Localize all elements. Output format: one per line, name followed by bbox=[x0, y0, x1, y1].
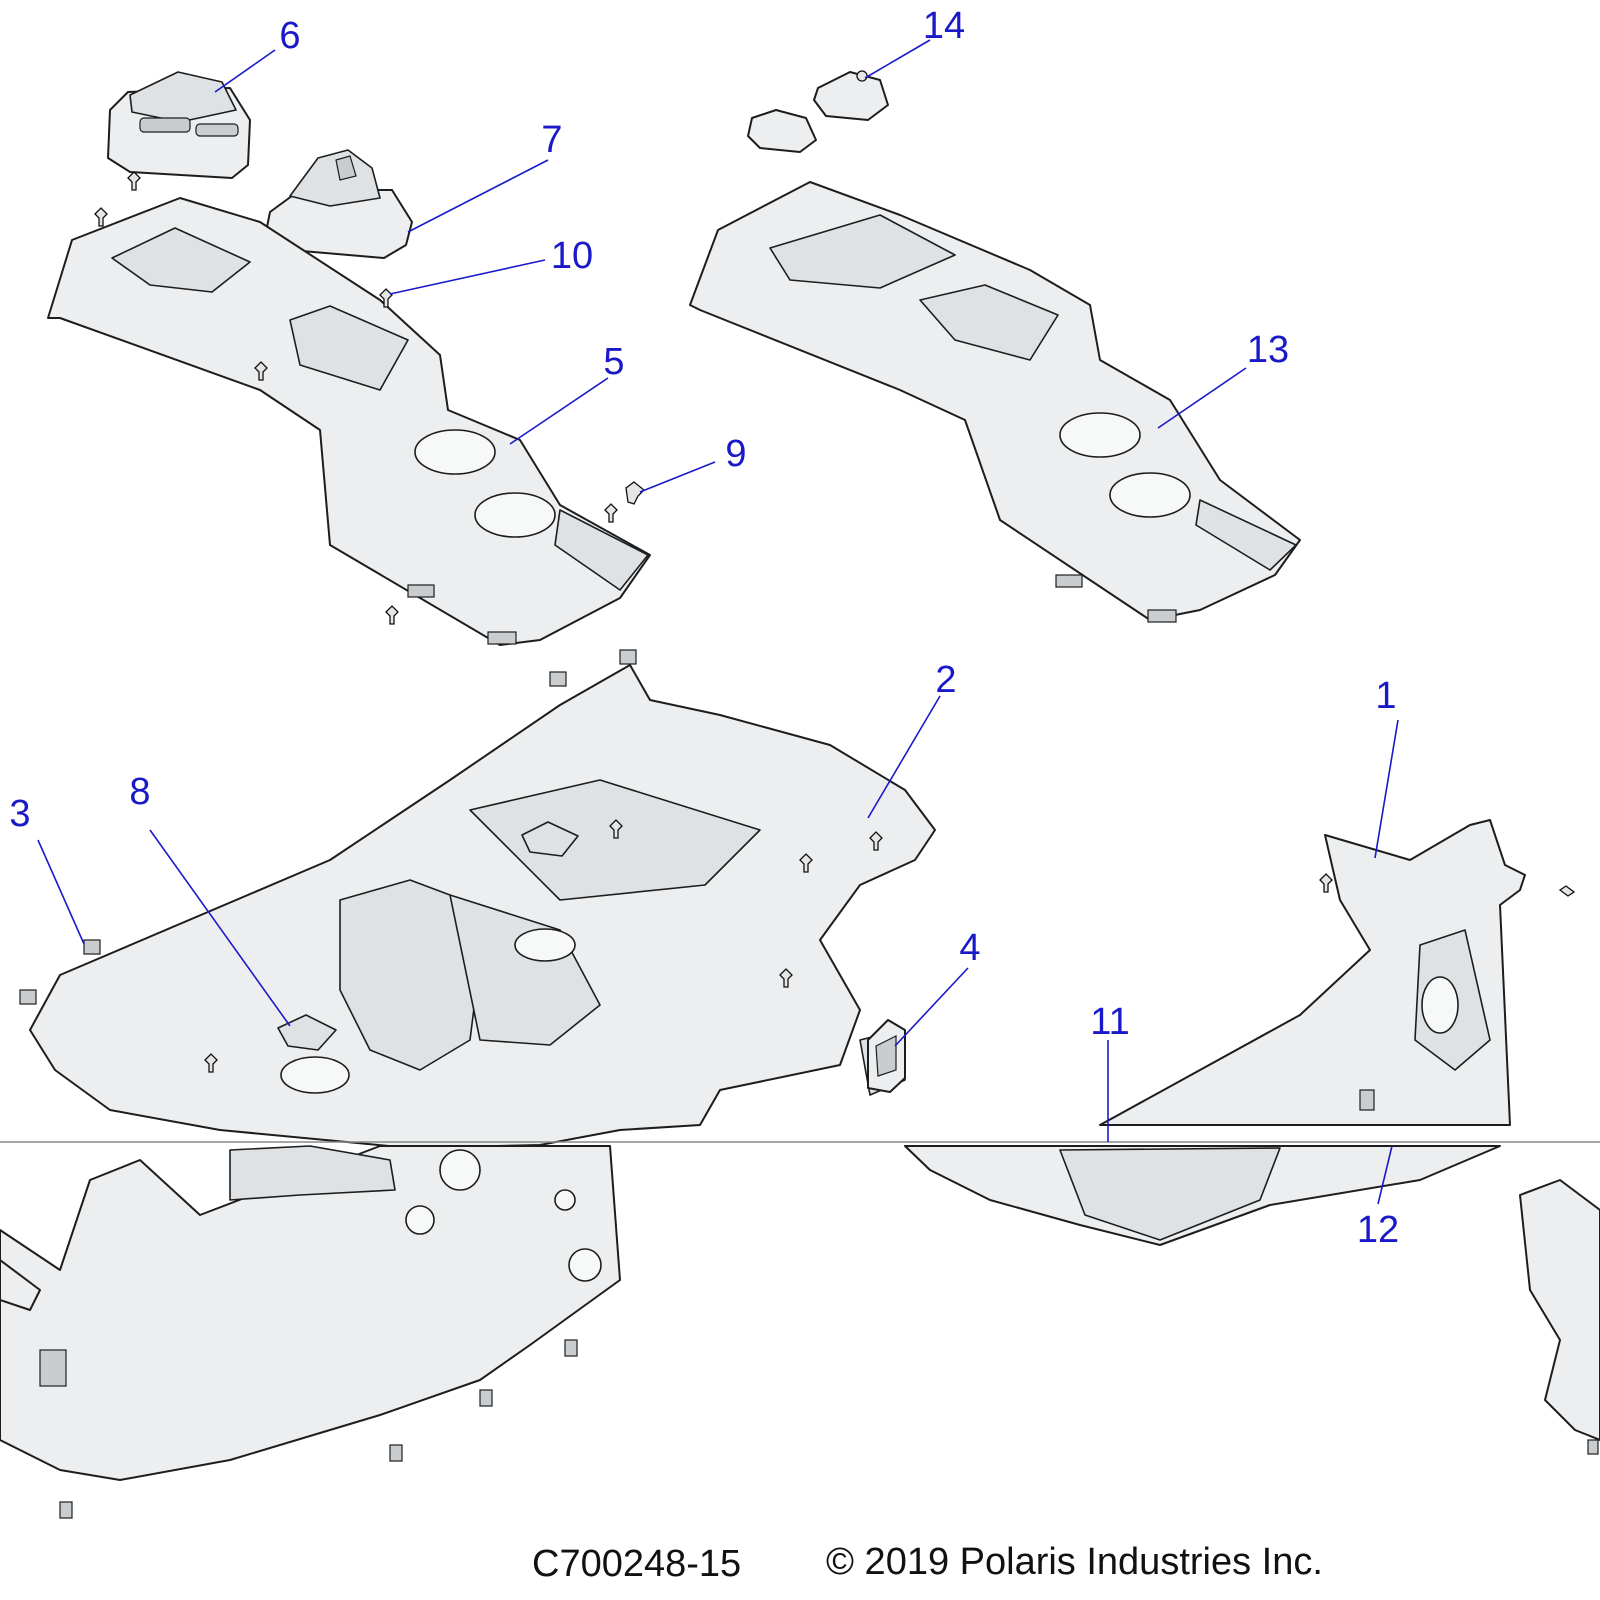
leader-4 bbox=[894, 967, 969, 1047]
callout-4: 4 bbox=[959, 927, 980, 969]
part-11-lower-floor-left bbox=[0, 1145, 621, 1519]
part-9-push-rivet bbox=[625, 481, 645, 505]
leader-12 bbox=[1377, 1145, 1393, 1205]
callout-5: 5 bbox=[603, 341, 624, 383]
callout-8: 8 bbox=[129, 771, 150, 813]
leader-9 bbox=[639, 461, 716, 493]
callout-12: 12 bbox=[1357, 1209, 1399, 1251]
callout-2: 2 bbox=[935, 659, 956, 701]
leader-10 bbox=[389, 259, 546, 295]
part-2-floor bbox=[19, 649, 936, 1149]
part-13-center-console-alt bbox=[689, 181, 1301, 623]
drawing-number: C700248-15 bbox=[532, 1543, 741, 1585]
part-14-knob-covers bbox=[747, 70, 889, 153]
callout-13: 13 bbox=[1247, 329, 1289, 371]
callout-1: 1 bbox=[1375, 675, 1396, 717]
callout-11: 11 bbox=[1090, 1001, 1129, 1043]
callout-10: 10 bbox=[551, 235, 593, 277]
callout-9: 9 bbox=[725, 433, 746, 475]
leader-13 bbox=[1157, 367, 1247, 429]
leader-7 bbox=[407, 159, 549, 233]
callout-labels: 1 2 3 4 5 6 7 8 9 10 11 12 13 14 bbox=[9, 5, 1399, 1251]
callout-6: 6 bbox=[279, 15, 300, 57]
callout-14: 14 bbox=[923, 5, 965, 47]
part-11-lower-floor-right-fragment bbox=[1519, 1179, 1600, 1455]
leader-6 bbox=[214, 49, 276, 93]
part-12-lower-pan bbox=[904, 1145, 1501, 1246]
part-4-fastener-clip bbox=[867, 1019, 906, 1093]
callout-7: 7 bbox=[541, 119, 562, 161]
leader-1 bbox=[1374, 719, 1399, 859]
leader-5 bbox=[509, 377, 609, 445]
leader-2 bbox=[867, 695, 941, 819]
leader-8 bbox=[149, 829, 291, 1027]
copyright-notice: © 2019 Polaris Industries Inc. bbox=[826, 1541, 1323, 1583]
callout-3: 3 bbox=[9, 793, 30, 835]
part-7-shift-boot bbox=[265, 149, 413, 259]
part-5-center-console bbox=[47, 171, 651, 646]
part-1-side-panel bbox=[1099, 819, 1576, 1126]
leader-lines bbox=[37, 39, 1399, 1205]
part-6-shifter-cover bbox=[107, 71, 251, 179]
leader-14 bbox=[864, 39, 931, 79]
leader-3 bbox=[37, 839, 85, 945]
